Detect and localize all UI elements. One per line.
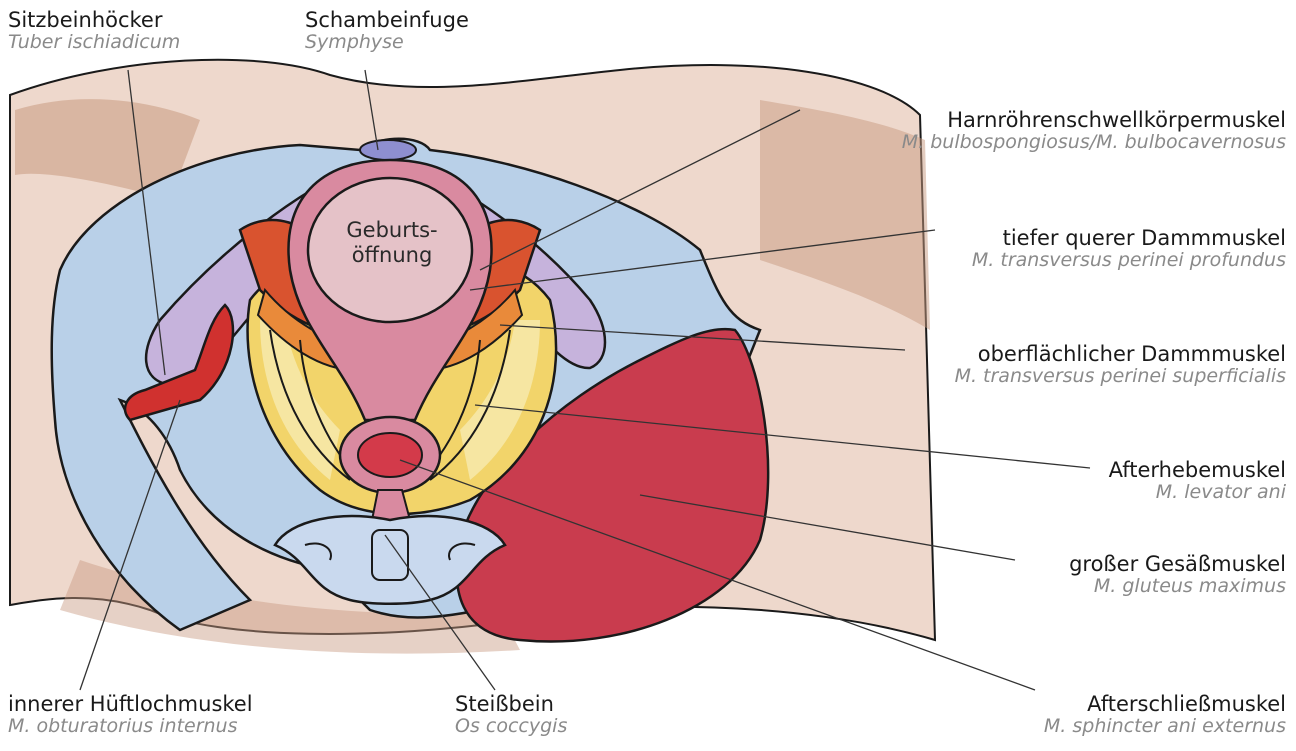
coccyx-segment (372, 530, 408, 580)
label-latin: Os coccygis (455, 716, 567, 738)
label-german: tiefer querer Dammmuskel (972, 226, 1286, 250)
sphincter-inner (358, 433, 422, 477)
label-latin: M. sphincter ani externus (1044, 716, 1286, 738)
label-german: Harnröhrenschwellkörpermuskel (902, 108, 1286, 132)
center-label-line1: Geburts- (346, 218, 437, 242)
label-german: innerer Hüftlochmuskel (8, 692, 253, 716)
label-latin: M. bulbospongiosus/M. bulbocavernosus (902, 132, 1286, 154)
label-german: großer Gesäßmuskel (1069, 552, 1286, 576)
center-label-line2: öffnung (352, 243, 433, 267)
label-transversus-profundus: tiefer querer Dammmuskel M. transversus … (972, 226, 1286, 272)
label-obturatorius: innerer Hüftlochmuskel M. obturatorius i… (8, 692, 253, 738)
label-german: Steißbein (455, 692, 567, 716)
symphyse-shape (360, 140, 416, 160)
label-german: oberflächlicher Dammmuskel (955, 342, 1286, 366)
label-os-coccygis: Steißbein Os coccygis (455, 692, 567, 738)
label-latin: M. gluteus maximus (1069, 576, 1286, 598)
label-symphyse: Schambeinfuge Symphyse (305, 8, 469, 54)
label-german: Afterhebemuskel (1109, 458, 1286, 482)
label-latin: M. transversus perinei profundus (972, 250, 1286, 272)
label-latin: M. transversus perinei superficialis (955, 366, 1286, 388)
label-bulbospongiosus: Harnröhrenschwellkörpermuskel M. bulbosp… (902, 108, 1286, 154)
label-latin: Symphyse (305, 32, 469, 54)
label-latin: Tuber ischiadicum (8, 32, 180, 54)
label-sphincter-ani: Afterschließmuskel M. sphincter ani exte… (1044, 692, 1286, 738)
label-gluteus-maximus: großer Gesäßmuskel M. gluteus maximus (1069, 552, 1286, 598)
label-german: Afterschließmuskel (1044, 692, 1286, 716)
label-latin: M. obturatorius internus (8, 716, 253, 738)
label-tuber-ischiadicum: Sitzbeinhöcker Tuber ischiadicum (8, 8, 180, 54)
geburts-oeffnung-label: Geburts- öffnung (322, 218, 462, 268)
label-german: Schambeinfuge (305, 8, 469, 32)
label-latin: M. levator ani (1109, 482, 1286, 504)
label-levator-ani: Afterhebemuskel M. levator ani (1109, 458, 1286, 504)
label-german: Sitzbeinhöcker (8, 8, 180, 32)
label-transversus-superficialis: oberflächlicher Dammmuskel M. transversu… (955, 342, 1286, 388)
